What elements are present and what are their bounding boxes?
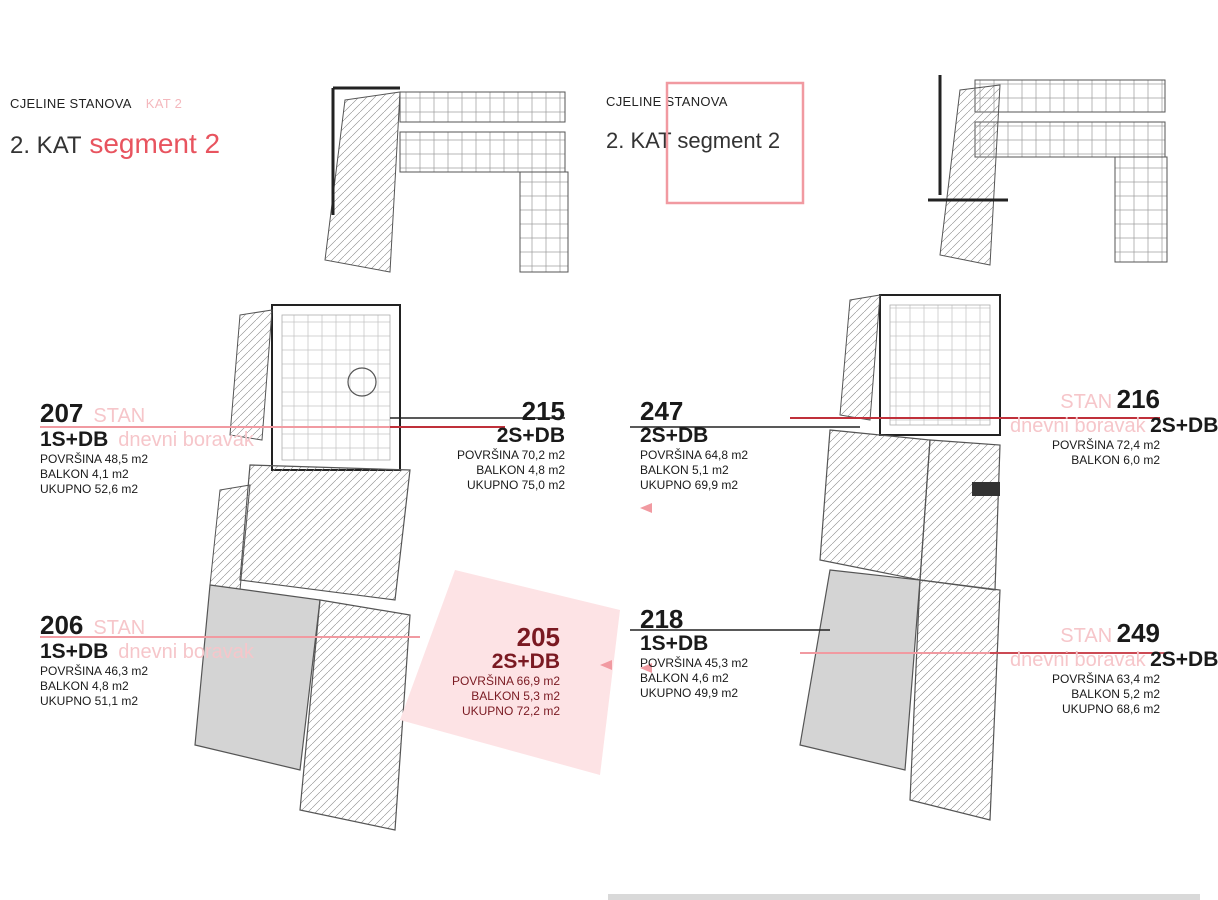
header-left-small-label: CJELINE STANOVA KAT 2 [10, 96, 182, 111]
unit-type: 2S+DB [1150, 648, 1218, 671]
unit-number: 206 [40, 610, 84, 640]
unit-area-line: UKUPNO 68,6 m2 [1061, 702, 1160, 716]
unit-area-line: POVRŠINA 45,3 m2 [640, 656, 749, 670]
unit-type: 2S+DB [1150, 414, 1218, 437]
unit-area-line: UKUPNO 72,2 m2 [461, 704, 560, 718]
unit-label-206[interactable]: 206 STAN 1S+DB dnevni boravak POVRŠINA 46,… [40, 612, 254, 709]
unit-area-line: POVRŠINA 72,4 m2 [1051, 438, 1160, 452]
unit-type-ghost: dnevni boravak [1010, 415, 1146, 437]
unit-area-line: BALKON 4,6 m2 [640, 671, 729, 685]
unit-type: 2S+DB [640, 424, 709, 447]
highlight-unit-205[interactable] [400, 570, 620, 775]
unit-number-ghost: STAN [1060, 625, 1113, 647]
unit-label-215[interactable]: 215 2S+DB POVRŠINA 70,2 m2 BALKON 4,8 m2… [455, 398, 565, 493]
unit-label-249[interactable]: STAN 249 dnevni boravak 2S+DB POVRŠINA 6… [1000, 618, 1218, 717]
floor-plan-right [630, 294, 1165, 821]
unit-area-line: BALKON 6,0 m2 [1071, 453, 1160, 467]
unit-label-247[interactable]: 247 2S+DB POVRŠINA 64,8 m2 BALKON 5,1 m2… [640, 398, 748, 493]
unit-type: 1S+DB [640, 632, 709, 655]
unit-label-216[interactable]: STAN 216 dnevni boravak 2S+DB POVRŠINA 7… [1000, 384, 1218, 468]
unit-number-ghost: STAN [93, 405, 146, 427]
key-plan-right [665, 75, 1168, 266]
unit-area-line: BALKON 4,8 m2 [40, 679, 129, 693]
unit-area-line: POVRŠINA 46,3 m2 [40, 664, 149, 678]
header-left-title-segment: segment 2 [89, 128, 221, 159]
unit-area-line: BALKON 5,3 m2 [471, 689, 560, 703]
unit-area-line: UKUPNO 75,0 m2 [466, 478, 565, 492]
unit-area-line: UKUPNO 52,6 m2 [40, 482, 139, 496]
unit-number: 207 [40, 398, 84, 428]
unit-area-line: BALKON 5,1 m2 [640, 463, 729, 477]
unit-number: 218 [640, 604, 684, 634]
unit-type: 1S+DB [40, 428, 109, 451]
unit-area-line: POVRŠINA 64,8 m2 [640, 448, 749, 462]
unit-area-line: POVRŠINA 63,4 m2 [1051, 672, 1160, 686]
unit-area-line: POVRŠINA 70,2 m2 [456, 448, 565, 462]
header-right-title: 2. KAT segment 2 [606, 128, 781, 153]
unit-label-205[interactable]: 205 2S+DB POVRŠINA 66,9 m2 BALKON 5,3 m2… [448, 624, 560, 719]
unit-area-line: POVRŠINA 66,9 m2 [451, 674, 560, 688]
header-left-title: 2. KAT segment 2 [10, 128, 220, 160]
unit-number: 247 [640, 396, 684, 426]
unit-number-ghost: STAN [1060, 391, 1113, 413]
unit-label-207[interactable]: 207 STAN 1S+DB dnevni boravak POVRŠINA 48,… [40, 400, 254, 497]
unit-number: 205 [516, 622, 560, 652]
unit-number: 216 [1116, 384, 1160, 414]
header-left-label-text: CJELINE STANOVA [10, 96, 132, 111]
unit-area-line: UKUPNO 51,1 m2 [40, 694, 139, 708]
header-left-label-ghost: KAT 2 [145, 96, 183, 111]
unit-number: 215 [521, 396, 565, 426]
selected-unit-206[interactable] [194, 584, 321, 771]
unit-type: 1S+DB [40, 640, 109, 663]
selected-unit-218[interactable] [799, 569, 921, 771]
bottom-scrollbar[interactable] [608, 894, 1200, 900]
floor-plan-left [40, 304, 620, 831]
unit-area-line: UKUPNO 69,9 m2 [640, 478, 739, 492]
key-plan-left [324, 86, 569, 273]
unit-area-line: BALKON 4,8 m2 [476, 463, 565, 477]
unit-type-ghost: dnevni boravak [1010, 649, 1146, 671]
unit-area-line: POVRŠINA 48,5 m2 [40, 452, 149, 466]
unit-type: 2S+DB [491, 650, 560, 673]
unit-label-218[interactable]: 218 1S+DB POVRŠINA 45,3 m2 BALKON 4,6 m2… [640, 606, 748, 701]
unit-area-line: BALKON 4,1 m2 [40, 467, 129, 481]
unit-number: 249 [1116, 618, 1160, 648]
unit-type: 2S+DB [496, 424, 565, 447]
unit-area-line: BALKON 5,2 m2 [1071, 687, 1160, 701]
key-plan-highlight-box [665, 81, 805, 205]
unit-type-ghost: dnevni boravak [118, 429, 254, 451]
unit-area-line: UKUPNO 49,9 m2 [640, 686, 739, 700]
unit-number-ghost: STAN [93, 617, 146, 639]
unit-type-ghost: dnevni boravak [118, 641, 254, 663]
header-left-title-floor: 2. KAT [10, 132, 82, 159]
